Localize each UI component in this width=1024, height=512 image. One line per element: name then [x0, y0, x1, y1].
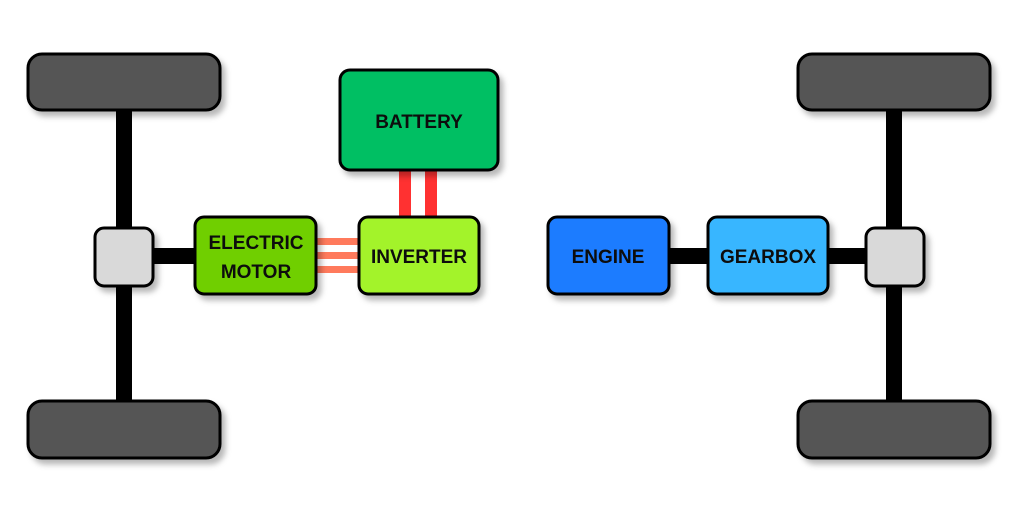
right-differential — [864, 226, 926, 288]
engine-gearbox-shaft — [666, 248, 710, 264]
right-axle-drive-shaft — [826, 248, 870, 264]
left-differential — [93, 226, 155, 288]
left-axle — [26, 52, 222, 460]
electric-motor-label-line2: MOTOR — [221, 262, 292, 283]
motor-cable-2 — [314, 252, 362, 259]
gearbox-block: GEARBOX — [706, 215, 830, 296]
right-front-wheel — [796, 52, 992, 112]
engine-label: ENGINE — [572, 247, 645, 268]
battery-block: BATTERY — [338, 68, 500, 172]
motor-cable-1 — [314, 238, 362, 245]
battery-cable-2 — [425, 168, 437, 220]
battery-cable-1 — [399, 168, 411, 220]
right-axle — [796, 52, 992, 460]
electric-motor-box — [193, 215, 318, 296]
electric-motor-block: ELECTRIC MOTOR — [193, 215, 318, 296]
inverter-motor-cables — [314, 238, 362, 273]
inverter-box — [357, 215, 481, 296]
gearbox-label: GEARBOX — [720, 247, 816, 268]
left-axle-drive-shaft — [150, 248, 196, 264]
battery-label: BATTERY — [375, 112, 463, 133]
engine-block: ENGINE — [546, 215, 671, 296]
inverter-label: INVERTER — [371, 247, 467, 268]
left-front-wheel — [26, 52, 222, 112]
gearbox-box — [706, 215, 830, 296]
motor-cable-3 — [314, 266, 362, 273]
battery-inverter-cables — [399, 168, 437, 220]
battery-box — [338, 68, 500, 172]
right-rear-wheel — [796, 399, 992, 460]
left-rear-wheel — [26, 399, 222, 460]
inverter-block: INVERTER — [357, 215, 481, 296]
electric-motor-label-line1: ELECTRIC — [209, 233, 304, 254]
engine-box — [546, 215, 671, 296]
